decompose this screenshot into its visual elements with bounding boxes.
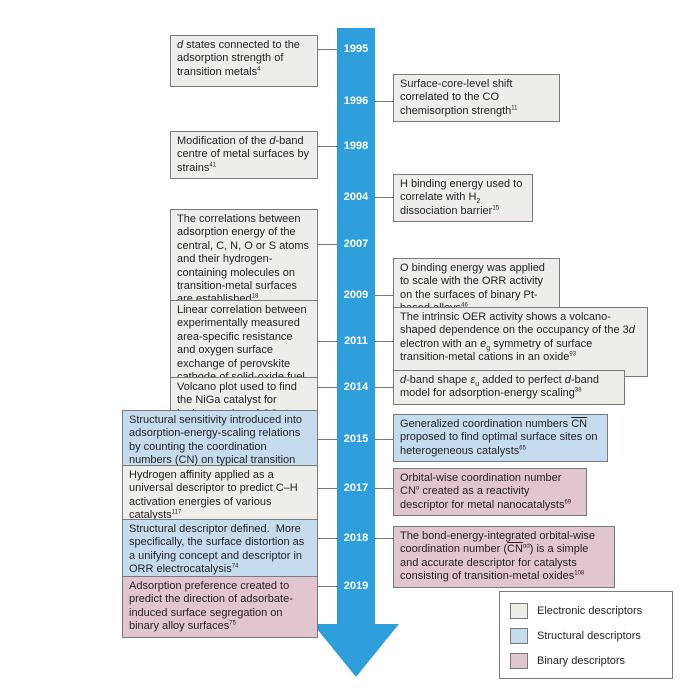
- connector-e2018a: [318, 538, 337, 539]
- legend-label-electronic: Electronic descriptors: [537, 605, 643, 617]
- event-box-e2019: Adsorption preference created to predict…: [122, 576, 318, 638]
- connector-e2017a: [318, 488, 337, 489]
- connector-e1998: [318, 146, 337, 147]
- event-box-e2014b: d-band shape εu added to perfect d-band …: [393, 370, 625, 405]
- year-label-2011: 2011: [344, 335, 368, 347]
- event-box-e2011b: The intrinsic OER activity shows a volca…: [393, 307, 648, 377]
- year-label-1998: 1998: [343, 140, 369, 152]
- event-box-e2018b: The bond-energy-integrated orbital-wise …: [393, 526, 615, 588]
- legend-item-binary: Binary descriptors: [510, 652, 625, 670]
- connector-e2018b: [375, 538, 393, 539]
- year-label-1996: 1996: [343, 95, 369, 107]
- legend-swatch-structural: [510, 628, 528, 644]
- event-box-e2017b: Orbital-wise coordination number CNα cre…: [393, 468, 587, 517]
- connector-e2014b: [375, 387, 393, 388]
- year-label-2015: 2015: [343, 433, 369, 445]
- event-box-e2004: H binding energy used to correlate with …: [393, 174, 533, 223]
- event-box-e1995: d states connected to the adsorption str…: [170, 35, 318, 87]
- event-box-e1996: Surface-core-level shift correlated to t…: [393, 74, 560, 123]
- event-box-e2015b: Generalized coordination numbers CN prop…: [393, 414, 608, 463]
- event-box-e1998: Modification of the d-band centre of met…: [170, 131, 318, 180]
- year-label-2004: 2004: [343, 191, 369, 203]
- connector-e1996: [375, 101, 393, 102]
- connector-e2011b: [375, 341, 393, 342]
- legend-swatch-binary: [510, 653, 528, 669]
- year-label-2017: 2017: [343, 482, 369, 494]
- legend-item-structural: Structural descriptors: [510, 627, 641, 645]
- connector-e2019: [318, 586, 337, 587]
- connector-e2009: [375, 295, 393, 296]
- legend: Electronic descriptors Structural descri…: [499, 591, 673, 679]
- year-label-2014: 2014: [343, 381, 369, 393]
- connector-e1995: [318, 49, 337, 50]
- year-label-2007: 2007: [343, 238, 369, 250]
- event-box-e2018a: Structural descriptor defined. More spec…: [122, 519, 318, 581]
- connector-e2015b: [375, 439, 393, 440]
- event-box-e2017a: Hydrogen affinity applied as a universal…: [122, 465, 318, 527]
- connector-e2004: [375, 197, 393, 198]
- connector-e2011a: [318, 341, 337, 342]
- connector-e2017b: [375, 488, 393, 489]
- timeline-arrow-shape: [313, 28, 399, 677]
- year-label-2019: 2019: [343, 580, 369, 592]
- legend-label-binary: Binary descriptors: [537, 655, 626, 667]
- event-box-e2007: The correlations between adsorption ener…: [170, 209, 318, 311]
- year-label-2009: 2009: [343, 289, 369, 301]
- legend-item-electronic: Electronic descriptors: [510, 602, 642, 620]
- year-label-2018: 2018: [343, 532, 369, 544]
- connector-e2007: [318, 244, 337, 245]
- year-label-1995: 1995: [343, 43, 369, 55]
- connector-e2014a: [318, 387, 337, 388]
- legend-label-structural: Structural descriptors: [537, 630, 641, 642]
- legend-swatch-electronic: [510, 603, 528, 619]
- connector-e2015a: [318, 439, 337, 440]
